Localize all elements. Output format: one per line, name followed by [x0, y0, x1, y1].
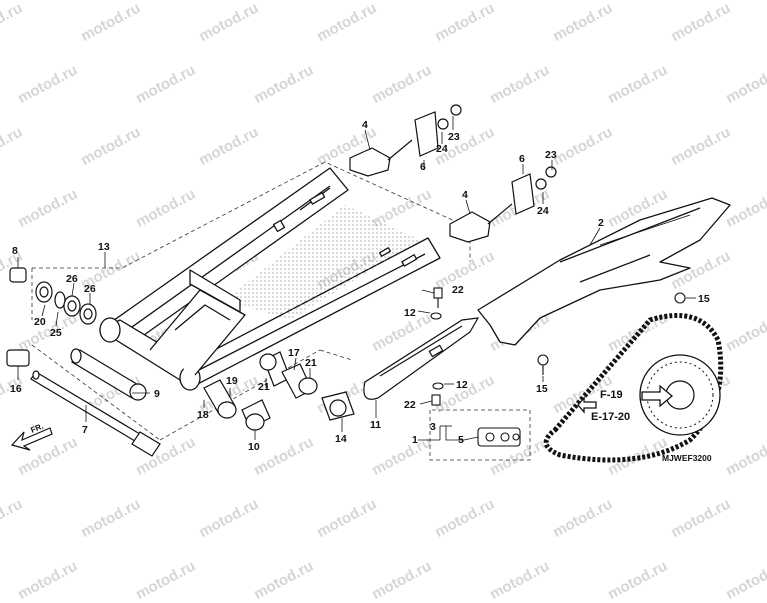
callout-24-upper: 24 — [436, 143, 448, 155]
callout-19: 19 — [226, 375, 238, 387]
callout-5: 5 — [458, 434, 464, 446]
callout-8: 8 — [12, 245, 18, 257]
callout-4-lower: 4 — [462, 189, 468, 201]
callout-6-lower: 6 — [519, 153, 525, 165]
callout-16: 16 — [10, 383, 22, 395]
callout-4-upper: 4 — [362, 119, 368, 131]
callout-12-lower: 12 — [456, 379, 468, 391]
callout-numbers: 2 1 3 5 4 4 6 6 23 24 23 24 8 13 26 26 2… — [10, 119, 710, 453]
callout-10: 10 — [248, 441, 260, 453]
callout-18: 18 — [197, 409, 209, 421]
callout-22-lower: 22 — [404, 399, 416, 411]
callout-23-upper: 23 — [448, 131, 460, 143]
callout-21-left: 21 — [258, 381, 270, 393]
callout-12-upper: 12 — [404, 307, 416, 319]
assembly-boundary — [31, 161, 531, 461]
drive-chain — [543, 313, 724, 463]
chain-slider — [363, 317, 480, 400]
callout-26-left: 26 — [66, 273, 78, 285]
callout-15-lower: 15 — [536, 383, 548, 395]
callout-26-right: 26 — [84, 283, 96, 295]
bushings — [203, 351, 355, 431]
callout-1: 1 — [412, 434, 418, 446]
reference-e1720: E-17-20 — [591, 411, 630, 423]
front-arrow: FR. — [10, 422, 53, 451]
callout-13: 13 — [98, 241, 110, 253]
swingarm — [99, 167, 441, 391]
reference-arrows — [577, 384, 674, 414]
callout-7: 7 — [82, 424, 88, 436]
pivot-bearings — [6, 267, 97, 367]
callout-24-lower: 24 — [537, 205, 549, 217]
diagram-svg: FR. — [6, 104, 731, 463]
adjuster-plates — [414, 104, 557, 215]
fasteners — [430, 287, 686, 406]
callout-22-upper: 22 — [452, 284, 464, 296]
callout-20: 20 — [34, 316, 46, 328]
front-label: FR. — [29, 422, 44, 435]
callout-6-upper: 6 — [420, 161, 426, 173]
callout-17: 17 — [288, 347, 300, 359]
callout-11: 11 — [370, 419, 381, 431]
chain-adjusters — [349, 139, 513, 243]
callout-9: 9 — [154, 388, 160, 400]
callout-3: 3 — [430, 421, 436, 433]
master-link-kit — [477, 427, 521, 447]
callout-14: 14 — [335, 433, 347, 445]
reference-f19: F-19 — [600, 389, 623, 401]
callout-15-right: 15 — [698, 293, 710, 305]
leader-lines — [17, 116, 696, 441]
callout-21-right: 21 — [305, 357, 317, 369]
chain-case — [477, 197, 731, 346]
callout-25: 25 — [50, 327, 62, 339]
callout-23-lower: 23 — [545, 149, 557, 161]
diagram-code: MJWEF3200 — [662, 453, 712, 463]
callout-2: 2 — [598, 217, 604, 229]
pivot-bolt — [30, 370, 161, 457]
pivot-collar — [70, 348, 147, 401]
